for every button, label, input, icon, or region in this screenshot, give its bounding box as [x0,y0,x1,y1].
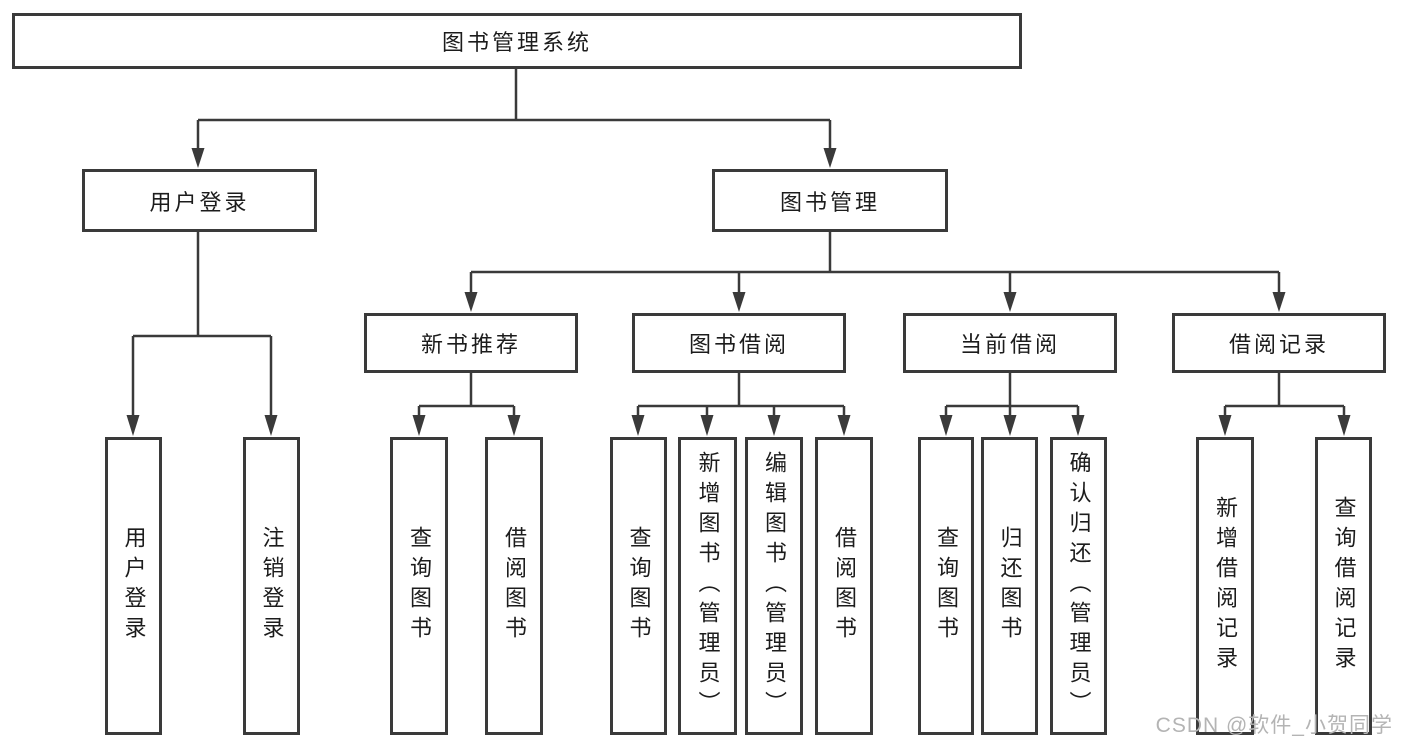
leaf-borrow-books-borrowing-label: 借阅图书 [832,526,857,646]
leaf-return-book: 归还图书 [981,437,1038,735]
node-current-borrowing: 当前借阅 [903,313,1117,373]
node-user-login: 用户登录 [82,169,317,232]
node-book-borrowing-label: 图书借阅 [688,332,789,357]
node-borrowing-records-label: 借阅记录 [1228,332,1329,357]
node-user-login-label: 用户登录 [149,189,250,215]
node-new-book-recommend-label: 新书推荐 [420,332,521,357]
node-library-system: 图书管理系统 [12,13,1022,69]
leaf-borrow-books-recommend-label: 借阅图书 [502,526,527,646]
leaf-edit-book-admin-label: 编辑图书（管理员） [762,451,787,721]
leaf-borrow-books-borrowing: 借阅图书 [815,437,873,735]
node-book-management: 图书管理 [712,169,948,232]
leaf-edit-book-admin: 编辑图书（管理员） [745,437,803,735]
leaf-confirm-return-admin-label: 确认归还（管理员） [1066,451,1092,721]
leaf-user-login-label: 用户登录 [121,526,147,646]
node-book-borrowing: 图书借阅 [632,313,846,373]
leaf-add-borrow-record: 新增借阅记录 [1196,437,1254,735]
leaf-query-books-borrowing-label: 查询图书 [626,526,652,646]
node-library-system-label: 图书管理系统 [441,30,592,55]
csdn-watermark: CSDN @软件_小贺同学 [1155,714,1393,737]
node-book-management-label: 图书管理 [779,189,880,215]
leaf-query-books-current: 查询图书 [918,437,974,735]
leaf-confirm-return-admin: 确认归还（管理员） [1050,437,1107,735]
leaf-query-books-borrowing: 查询图书 [610,437,667,735]
leaf-query-books-recommend: 查询图书 [390,437,448,735]
leaf-return-book-label: 归还图书 [997,526,1023,646]
leaf-add-book-admin: 新增图书（管理员） [678,437,737,735]
leaf-add-borrow-record-label: 新增借阅记录 [1213,496,1238,676]
leaf-user-login: 用户登录 [105,437,162,735]
leaf-borrow-books-recommend: 借阅图书 [485,437,543,735]
leaf-query-books-recommend-label: 查询图书 [407,526,432,646]
node-current-borrowing-label: 当前借阅 [959,332,1060,357]
node-new-book-recommend: 新书推荐 [364,313,578,373]
leaf-query-borrow-record-label: 查询借阅记录 [1331,496,1357,676]
leaf-logout: 注销登录 [243,437,300,735]
leaf-add-book-admin-label: 新增图书（管理员） [695,451,721,721]
node-borrowing-records: 借阅记录 [1172,313,1386,373]
leaf-query-books-current-label: 查询图书 [934,526,959,646]
leaf-query-borrow-record: 查询借阅记录 [1315,437,1372,735]
arrowheads [126,148,1351,436]
leaf-logout-label: 注销登录 [259,526,285,646]
